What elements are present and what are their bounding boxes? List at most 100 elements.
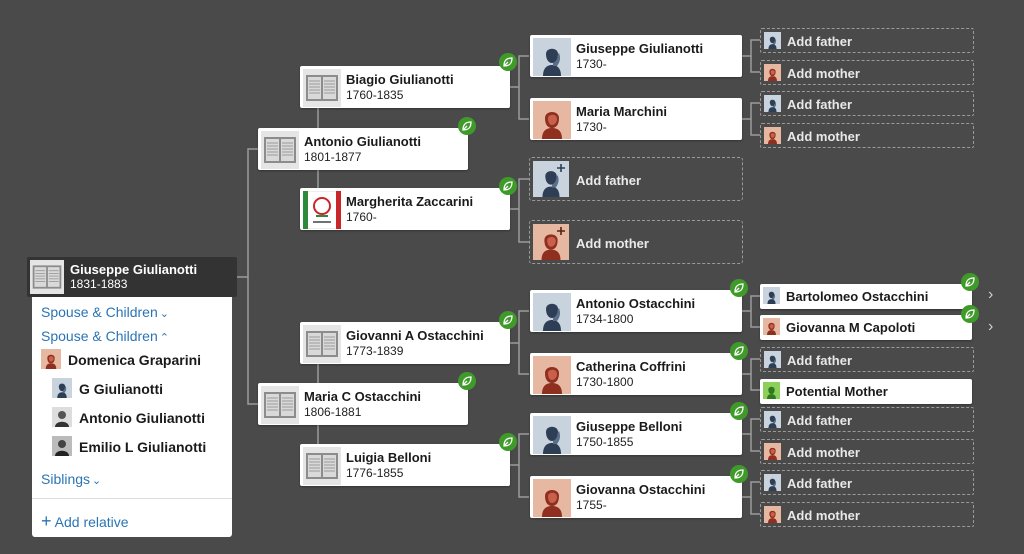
- spouse-name[interactable]: Domenica Graparini: [68, 352, 202, 368]
- female-silhouette-icon: [763, 318, 780, 335]
- female-silhouette-icon: [764, 443, 781, 460]
- person-dates: 1806-1881: [304, 405, 362, 419]
- slot-label: Add mother: [787, 445, 860, 460]
- person-dates: 1801-1877: [304, 150, 362, 164]
- person-dates: 1730-: [576, 57, 607, 71]
- leaf-hint-icon[interactable]: [499, 311, 517, 329]
- slot-label: Add father: [787, 34, 852, 49]
- slot-label: Add father: [787, 413, 852, 428]
- ancestor-card[interactable]: Giuseppe Giulianotti 1730-: [530, 35, 742, 77]
- person-name: Giuseppe Belloni: [576, 419, 683, 434]
- person-name: Giuseppe Giulianotti: [70, 262, 198, 277]
- document-thumbnail-icon: [303, 325, 341, 363]
- ancestor-card-small[interactable]: Giovanna M Capoloti: [760, 315, 972, 340]
- person-name: Antonio Giulianotti: [304, 134, 421, 149]
- add-mother-slot[interactable]: Add mother: [760, 439, 974, 464]
- slot-label: Add mother: [787, 129, 860, 144]
- leaf-hint-icon[interactable]: [499, 177, 517, 195]
- add-father-slot[interactable]: Add father: [760, 28, 974, 53]
- add-father-placeholder[interactable]: Add father: [529, 157, 743, 201]
- person-name: Giovanna Ostacchini: [576, 482, 706, 497]
- spouse-children-toggle-expanded[interactable]: Spouse & Children⌃: [41, 328, 169, 344]
- person-name: Biagio Giulianotti: [346, 72, 454, 87]
- add-father-slot[interactable]: Add father: [760, 91, 974, 116]
- ancestor-card-small[interactable]: Bartolomeo Ostacchini: [760, 284, 972, 309]
- leaf-hint-icon[interactable]: [458, 372, 476, 390]
- chevron-down-icon: ⌄: [92, 475, 102, 487]
- male-silhouette-icon: [52, 378, 72, 398]
- leaf-hint-icon[interactable]: [730, 342, 748, 360]
- paternal-grandmother-card[interactable]: Margherita Zaccarini 1760-: [300, 188, 510, 230]
- document-thumbnail-icon: [303, 447, 341, 485]
- placeholder-label: Add father: [576, 173, 641, 188]
- slot-label: Add father: [787, 97, 852, 112]
- person-name: Bartolomeo Ostacchini: [786, 289, 929, 304]
- person-dates: 1760-1835: [346, 88, 404, 102]
- spouse-children-toggle-collapsed[interactable]: Spouse & Children⌄: [41, 304, 169, 320]
- add-father-slot[interactable]: Add father: [760, 347, 974, 372]
- ancestor-card[interactable]: Antonio Ostacchini 1734-1800: [530, 290, 742, 332]
- male-silhouette-icon: [764, 474, 781, 491]
- add-mother-slot[interactable]: Add mother: [760, 60, 974, 85]
- leaf-hint-icon[interactable]: [730, 402, 748, 420]
- chevron-right-icon[interactable]: ›: [988, 286, 994, 303]
- mother-card[interactable]: Maria C Ostacchini 1806-1881: [258, 383, 468, 425]
- child-name[interactable]: Emilio L Giulianotti: [79, 439, 207, 455]
- person-name: Catherina Coffrini: [576, 359, 686, 374]
- leaf-hint-icon[interactable]: [458, 117, 476, 135]
- person-dates: 1755-: [576, 498, 607, 512]
- ancestor-card[interactable]: Catherina Coffrini 1730-1800: [530, 353, 742, 395]
- document-thumbnail-icon: [303, 69, 341, 107]
- person-dates: 1760-: [346, 210, 377, 224]
- chevron-right-icon[interactable]: ›: [988, 318, 994, 335]
- add-relative-button[interactable]: + Add relative: [41, 511, 129, 531]
- add-mother-slot[interactable]: Add mother: [760, 502, 974, 527]
- maternal-grandmother-card[interactable]: Luigia Belloni 1776-1855: [300, 444, 510, 486]
- leaf-hint-icon[interactable]: [499, 53, 517, 71]
- leaf-hint-icon[interactable]: [961, 273, 979, 291]
- emblem-thumbnail-icon: [303, 191, 341, 229]
- person-dates: 1776-1855: [346, 466, 404, 480]
- placeholder-label: Add mother: [576, 236, 649, 251]
- person-name: Potential Mother: [786, 384, 888, 399]
- siblings-toggle[interactable]: Siblings⌄: [41, 471, 102, 487]
- maternal-grandfather-card[interactable]: Giovanni A Ostacchini 1773-1839: [300, 322, 510, 364]
- paternal-grandfather-card[interactable]: Biagio Giulianotti 1760-1835: [300, 66, 510, 108]
- add-father-slot[interactable]: Add father: [760, 407, 974, 432]
- male-silhouette-icon: [764, 411, 781, 428]
- potential-mother-card[interactable]: Potential Mother: [760, 379, 972, 404]
- person-name: Maria Marchini: [576, 104, 668, 119]
- male-silhouette-icon: [764, 95, 781, 112]
- female-silhouette-icon: [533, 356, 571, 394]
- leaf-hint-icon[interactable]: [499, 433, 517, 451]
- add-mother-slot[interactable]: Add mother: [760, 123, 974, 148]
- add-mother-placeholder[interactable]: Add mother: [529, 220, 743, 264]
- male-silhouette-icon: [533, 416, 571, 454]
- female-silhouette-icon: [533, 101, 571, 139]
- document-thumbnail-icon: [261, 131, 299, 169]
- male-silhouette-icon: [533, 293, 571, 331]
- ancestor-card[interactable]: Giovanna Ostacchini 1755-: [530, 476, 742, 518]
- father-card[interactable]: Antonio Giulianotti 1801-1877: [258, 128, 468, 170]
- slot-label: Add father: [787, 353, 852, 368]
- child-name[interactable]: Antonio Giulianotti: [79, 410, 205, 426]
- female-silhouette-icon: [764, 64, 781, 81]
- document-thumbnail-icon: [30, 260, 64, 294]
- male-silhouette-icon: [763, 287, 780, 304]
- person-dates: 1773-1839: [346, 344, 404, 358]
- ancestor-card[interactable]: Giuseppe Belloni 1750-1855: [530, 413, 742, 455]
- add-father-slot[interactable]: Add father: [760, 470, 974, 495]
- person-name: Antonio Ostacchini: [576, 296, 696, 311]
- leaf-hint-icon[interactable]: [961, 305, 979, 323]
- ancestor-card[interactable]: Maria Marchini 1730-: [530, 98, 742, 140]
- female-silhouette-icon: [41, 349, 61, 369]
- root-person-card[interactable]: Giuseppe Giulianotti 1831-1883: [27, 257, 237, 297]
- child-name[interactable]: G Giulianotti: [79, 381, 163, 397]
- leaf-hint-icon[interactable]: [730, 465, 748, 483]
- leaf-hint-icon[interactable]: [730, 279, 748, 297]
- photo-thumbnail-icon: [52, 407, 72, 427]
- female-silhouette-icon: [533, 479, 571, 517]
- person-name: Maria C Ostacchini: [304, 389, 422, 404]
- person-name: Giovanna M Capoloti: [786, 320, 916, 335]
- photo-thumbnail-icon: [52, 436, 72, 456]
